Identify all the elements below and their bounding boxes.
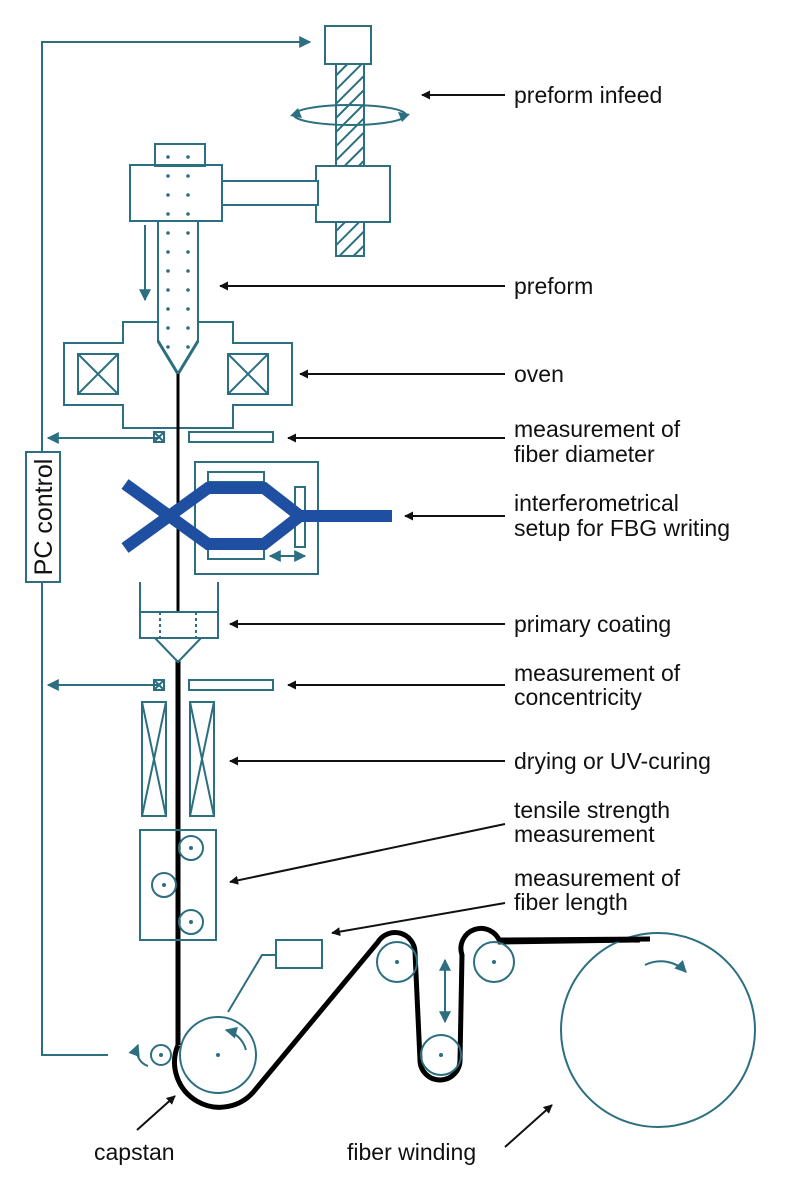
- preform-dot: [166, 174, 170, 178]
- screw-nut: [315, 165, 391, 223]
- capstan: [128, 1016, 257, 1094]
- uv-curing-lamps: [141, 701, 215, 817]
- label-interferometric-line2: setup for FBG writing: [514, 515, 730, 541]
- label-concentricity-line1: measurement of: [514, 660, 681, 686]
- preform-dot: [186, 250, 190, 254]
- label-drying: drying or UV-curing: [514, 748, 711, 774]
- pc-control-loop: PC control: [25, 36, 312, 1056]
- label-fiber-length-line2: fiber length: [514, 889, 628, 915]
- oven-heater-left: [77, 353, 119, 395]
- labels: preform infeed preform oven measurement …: [94, 82, 730, 1165]
- label-preform-infeed: preform infeed: [514, 82, 662, 108]
- primary-coating-cup: [139, 582, 219, 664]
- fbg-writing-setup: [121, 461, 392, 575]
- preform-dot: [166, 155, 170, 159]
- preform-dot: [186, 326, 190, 330]
- preform-dot: [186, 288, 190, 292]
- preform-dot: [166, 269, 170, 273]
- preform-dot: [186, 269, 190, 273]
- label-fiber-length-line1: measurement of: [514, 865, 681, 891]
- preform-dot: [166, 212, 170, 216]
- label-tensile-line2: measurement: [514, 821, 655, 847]
- label-concentricity-line2: concentricity: [514, 684, 642, 710]
- preform-infeed-mechanism: [129, 25, 410, 257]
- preform-dot: [186, 345, 190, 349]
- dancer-pulleys: [376, 941, 515, 1076]
- preform-dot: [166, 193, 170, 197]
- preform-dot: [166, 250, 170, 254]
- concentricity-gauge: [153, 679, 274, 691]
- oven-heater-right: [227, 353, 269, 395]
- preform-dot: [186, 155, 190, 159]
- preform-dot: [166, 307, 170, 311]
- diameter-gauge: [153, 431, 274, 443]
- preform-dot: [186, 174, 190, 178]
- winding-drum: [499, 932, 756, 1128]
- preform-dot: [186, 307, 190, 311]
- preform-dot: [166, 326, 170, 330]
- label-oven: oven: [514, 361, 564, 387]
- preform-dot: [186, 212, 190, 216]
- lead-screw: [335, 63, 365, 257]
- preform-dot: [186, 193, 190, 197]
- crossbar: [221, 180, 319, 206]
- label-preform: preform: [514, 273, 593, 299]
- preform-holder: [129, 164, 223, 222]
- infeed-motor: [324, 25, 372, 65]
- preform-dot: [166, 288, 170, 292]
- preform-dots: [166, 155, 190, 349]
- preform-dot: [166, 231, 170, 235]
- preform: [139, 143, 206, 375]
- label-fiber-diameter-line2: fiber diameter: [514, 441, 655, 467]
- label-fiber-winding: fiber winding: [347, 1139, 476, 1165]
- uv-laser-beam: [121, 479, 392, 553]
- oven: [63, 321, 293, 429]
- pc-control-label: PC control: [30, 459, 58, 576]
- label-tensile-line1: tensile strength: [514, 797, 670, 823]
- label-interferometric-line1: interferometrical: [514, 490, 679, 516]
- label-primary-coating: primary coating: [514, 611, 671, 637]
- label-fiber-diameter-line1: measurement of: [514, 416, 681, 442]
- label-capstan: capstan: [94, 1139, 175, 1165]
- preform-dot: [186, 231, 190, 235]
- preform-dot: [166, 345, 170, 349]
- pc-control-box: [25, 451, 61, 583]
- tensile-tester: [139, 829, 217, 941]
- length-counter: [227, 939, 323, 1013]
- label-arrows: [136, 90, 553, 1148]
